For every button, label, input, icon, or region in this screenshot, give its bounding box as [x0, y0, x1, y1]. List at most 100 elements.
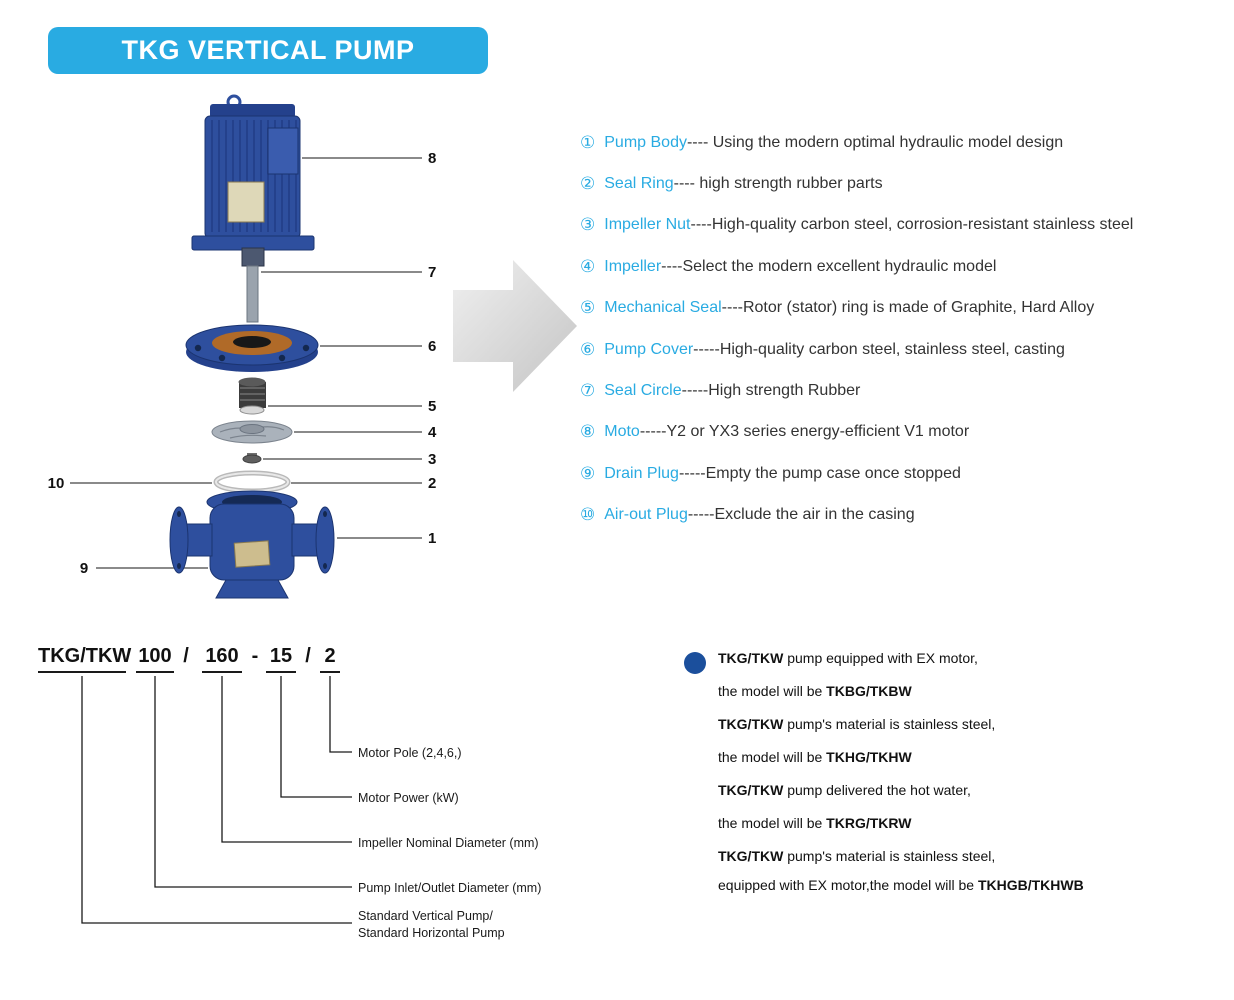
note-line: the model will be TKHG/TKHW — [718, 749, 912, 765]
callout-8: 8 — [428, 150, 436, 167]
part-item: ① Pump Body ---- Using the modern optima… — [580, 122, 1133, 163]
callout-3: 3 — [428, 451, 436, 468]
circled-number-icon: ⑥ — [580, 339, 596, 359]
callout-2: 2 — [428, 475, 436, 492]
model-label-motor-power: Motor Power (kW) — [358, 791, 459, 805]
note-line: TKG/TKW pump's material is stainless ste… — [718, 716, 995, 732]
pump-cover — [185, 324, 319, 372]
model-label-inlet-outlet: Pump Inlet/Outlet Diameter (mm) — [358, 881, 542, 895]
motor — [191, 94, 315, 251]
model-label-horizontal: Standard Horizontal Pump — [358, 926, 505, 940]
part-item: ⑥ Pump Cover -----High-quality carbon st… — [580, 329, 1133, 370]
note-text: the model will be — [718, 815, 827, 831]
parts-list: ① Pump Body ---- Using the modern optima… — [580, 122, 1133, 536]
circled-number-icon: ⑤ — [580, 298, 596, 318]
model-label-motor-pole: Motor Pole (2,4,6,) — [358, 746, 462, 760]
model-code: TKG/TKW 100 / 160 - 15 / 2 — [38, 645, 368, 679]
model-token-inlet: 100 — [136, 645, 174, 673]
part-name: Air-out Plug — [604, 506, 688, 524]
callout-4: 4 — [428, 424, 437, 441]
part-item: ② Seal Ring ---- high strength rubber pa… — [580, 163, 1133, 204]
circled-number-icon: ③ — [580, 215, 596, 235]
part-description: ----Select the modern excellent hydrauli… — [661, 257, 997, 275]
circled-number-icon: ⑧ — [580, 422, 596, 442]
title-banner: TKG VERTICAL PUMP — [48, 27, 488, 74]
part-name: Seal Ring — [604, 175, 674, 193]
part-name: Mechanical Seal — [604, 299, 722, 317]
callout-numbers: 8 7 6 5 4 3 2 1 10 9 — [48, 150, 437, 577]
note-model: TKHGB/TKHWB — [977, 877, 1084, 893]
model-token-slash2: / — [305, 645, 311, 667]
note-text: pump delivered the hot water, — [783, 782, 971, 798]
note-line: the model will be TKRG/TKRW — [718, 815, 911, 831]
part-description: -----Y2 or YX3 series energy-efficient V… — [639, 423, 970, 441]
mechanical-seal — [238, 377, 266, 415]
part-name: Impeller Nut — [604, 216, 691, 234]
part-description: ----Rotor (stator) ring is made of Graph… — [721, 299, 1095, 317]
part-item: ⑦ Seal Circle -----High strength Rubber — [580, 370, 1133, 411]
callout-5: 5 — [428, 398, 436, 415]
note-model: TKHG/TKHW — [826, 749, 912, 765]
model-token-slash: / — [183, 645, 189, 667]
part-description: -----Exclude the air in the casing — [687, 506, 915, 524]
note-text: equipped with EX motor,the model will be — [718, 877, 978, 893]
callout-lines — [70, 157, 422, 569]
circled-number-icon: ④ — [580, 256, 596, 276]
part-description: -----High-quality carbon steel, stainles… — [693, 340, 1065, 358]
part-item: ⑤ Mechanical Seal ----Rotor (stator) rin… — [580, 288, 1133, 329]
shaft — [241, 247, 265, 323]
part-name: Moto — [604, 423, 640, 441]
pump-exploded-diagram: 8 7 6 5 4 3 2 1 10 9 — [48, 94, 437, 599]
part-name: Impeller — [604, 257, 662, 275]
model-connector-lines — [81, 676, 352, 924]
note-model: TKRG/TKRW — [826, 815, 912, 831]
note-model: TKBG/TKBW — [826, 683, 912, 699]
model-token-series: TKG/TKW — [38, 645, 131, 673]
part-description: -----High strength Rubber — [681, 382, 861, 400]
impeller — [211, 420, 293, 444]
note-text: pump's material is stainless steel, — [783, 716, 996, 732]
model-label-pump-type: Standard Vertical Pump/ Standard Horizon… — [358, 908, 505, 942]
model-label-vertical: Standard Vertical Pump/ — [358, 909, 493, 923]
bullet-icon — [684, 652, 706, 674]
part-item: ⑩ Air-out Plug -----Exclude the air in t… — [580, 495, 1133, 536]
note-lead: TKG/TKW — [718, 650, 784, 666]
note-text: pump equipped with EX motor, — [783, 650, 978, 666]
callout-7: 7 — [428, 264, 436, 281]
note-line: the model will be TKBG/TKBW — [718, 683, 912, 699]
part-name: Pump Body — [604, 133, 687, 151]
note-text: the model will be — [718, 749, 827, 765]
arrow-right-icon — [453, 260, 577, 392]
note-text: pump's material is stainless steel, — [783, 848, 996, 864]
note-line: TKG/TKW pump equipped with EX motor, — [718, 650, 978, 666]
circled-number-icon: ⑦ — [580, 381, 596, 401]
circled-number-icon: ⑩ — [580, 505, 596, 525]
note-text: the model will be — [718, 683, 827, 699]
circled-number-icon: ⑨ — [580, 463, 596, 483]
part-description: -----Empty the pump case once stopped — [678, 464, 961, 482]
model-token-pole: 2 — [320, 645, 340, 673]
part-name: Pump Cover — [604, 340, 694, 358]
model-token-dash: - — [251, 645, 259, 667]
part-description: ----High-quality carbon steel, corrosion… — [690, 216, 1134, 234]
callout-10: 10 — [48, 475, 65, 492]
circled-number-icon: ② — [580, 174, 596, 194]
note-lead: TKG/TKW — [718, 848, 784, 864]
callout-1: 1 — [428, 530, 436, 547]
note-lead: TKG/TKW — [718, 782, 784, 798]
model-token-impeller: 160 — [202, 645, 242, 673]
seal-ring — [213, 470, 291, 494]
note-line: equipped with EX motor,the model will be… — [718, 877, 1084, 893]
note-line: TKG/TKW pump's material is stainless ste… — [718, 848, 995, 864]
note-lead: TKG/TKW — [718, 716, 784, 732]
callout-9: 9 — [80, 560, 88, 577]
part-name: Drain Plug — [604, 464, 679, 482]
note-line: TKG/TKW pump delivered the hot water, — [718, 782, 971, 798]
part-item: ⑧ Moto -----Y2 or YX3 series energy-effi… — [580, 412, 1133, 453]
part-description: ---- high strength rubber parts — [673, 175, 883, 193]
circled-number-icon: ① — [580, 132, 596, 152]
pump-body — [169, 490, 335, 599]
callout-6: 6 — [428, 338, 436, 355]
part-description: ---- Using the modern optimal hydraulic … — [686, 133, 1064, 151]
